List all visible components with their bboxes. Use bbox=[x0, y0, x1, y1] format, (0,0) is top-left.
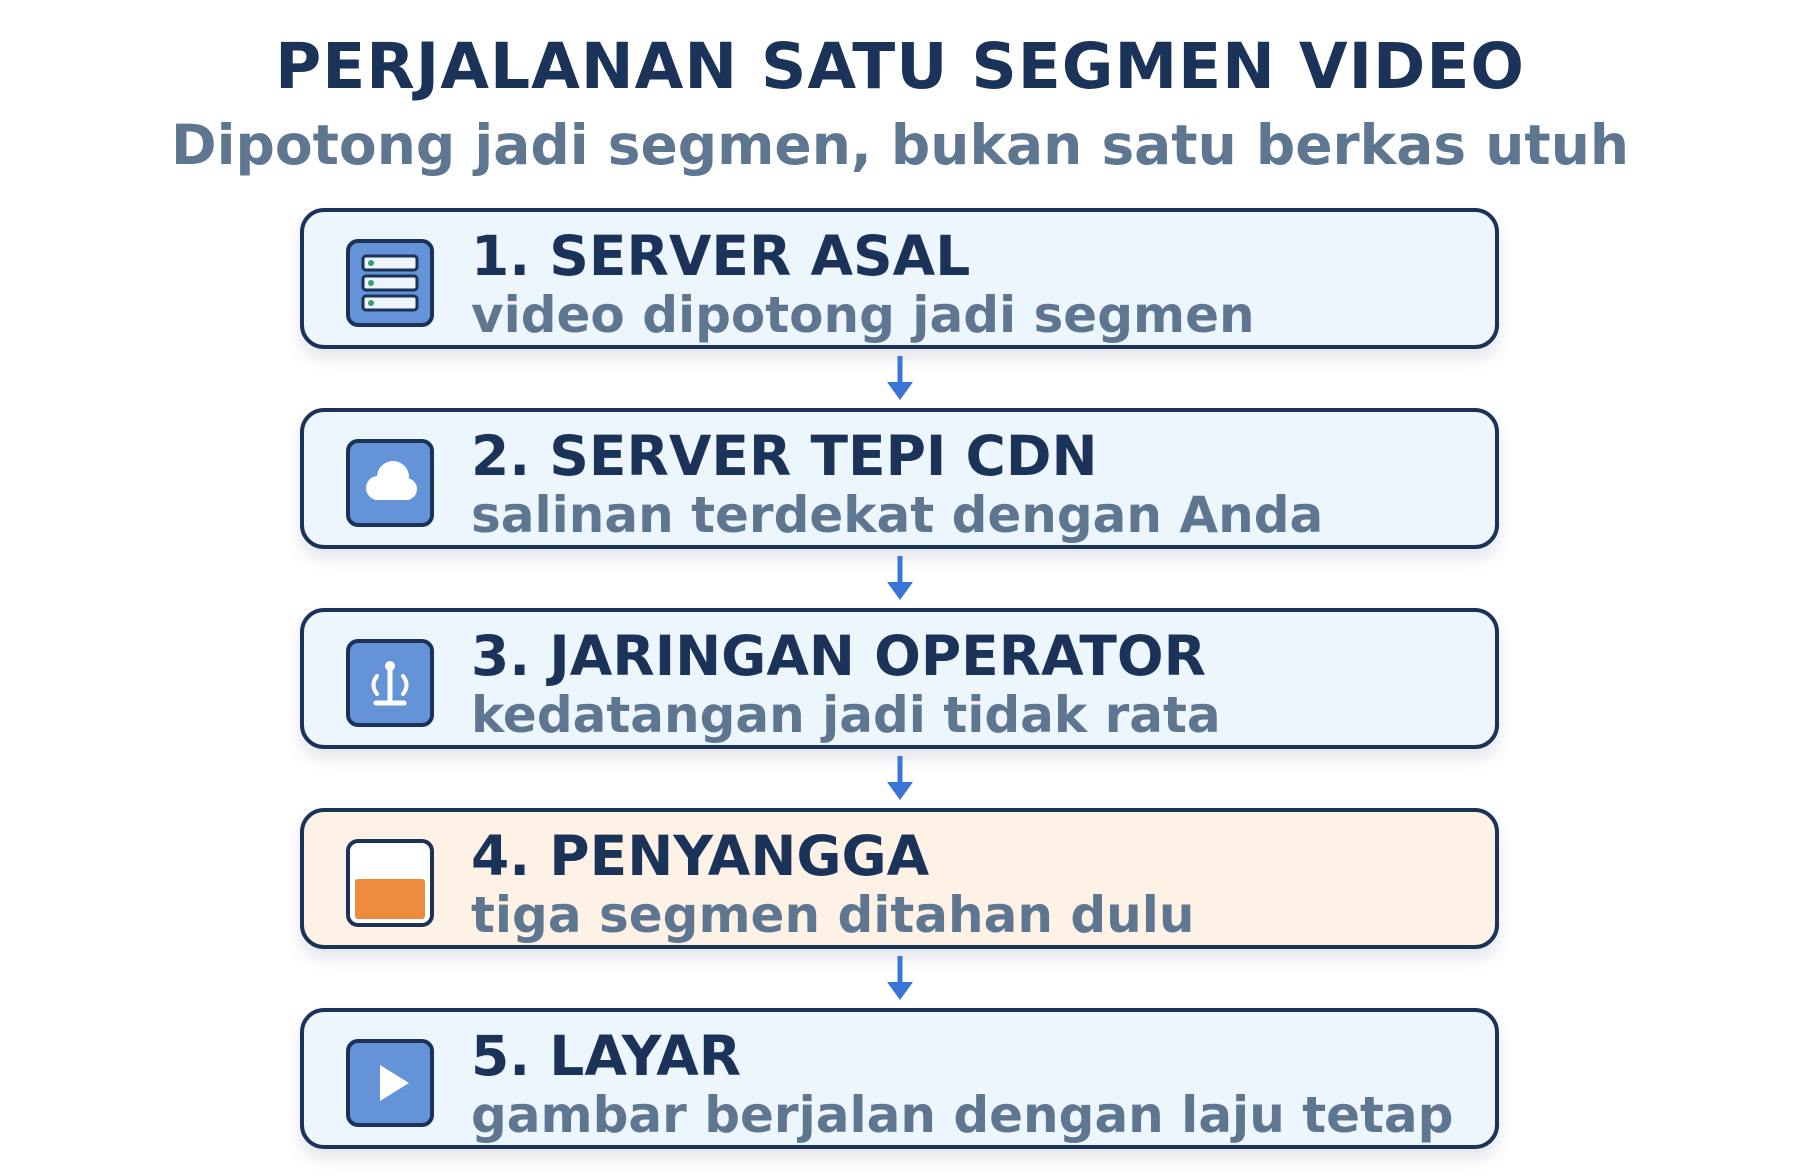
diagram-title: PERJALANAN SATU SEGMEN VIDEO bbox=[275, 30, 1525, 103]
down-arrow-icon bbox=[884, 556, 916, 602]
step-description: tiga segmen ditahan dulu bbox=[471, 886, 1195, 944]
step-penyangga: 4. PENYANGGA tiga segmen ditahan dulu bbox=[300, 808, 1499, 949]
diagram-subtitle: Dipotong jadi segmen, bukan satu berkas … bbox=[170, 113, 1630, 177]
buffer-icon bbox=[346, 839, 434, 927]
step-description: gambar berjalan dengan laju tetap bbox=[471, 1086, 1454, 1144]
step-description: video dipotong jadi segmen bbox=[471, 286, 1255, 344]
step-title: 3. JARINGAN OPERATOR bbox=[471, 624, 1206, 688]
step-server-asal: 1. SERVER ASAL video dipotong jadi segme… bbox=[300, 208, 1499, 349]
server-icon bbox=[346, 239, 434, 327]
down-arrow-icon bbox=[884, 956, 916, 1002]
step-jaringan-operator: 3. JARINGAN OPERATOR kedatangan jadi tid… bbox=[300, 608, 1499, 749]
step-title: 4. PENYANGGA bbox=[471, 824, 930, 888]
step-title: 5. LAYAR bbox=[471, 1024, 742, 1088]
step-server-tepi-cdn: 2. SERVER TEPI CDN salinan terdekat deng… bbox=[300, 408, 1499, 549]
step-description: salinan terdekat dengan Anda bbox=[471, 486, 1324, 544]
down-arrow-icon bbox=[884, 756, 916, 802]
step-title: 2. SERVER TEPI CDN bbox=[471, 424, 1098, 488]
step-layar: 5. LAYAR gambar berjalan dengan laju tet… bbox=[300, 1008, 1499, 1149]
antenna-icon bbox=[346, 639, 434, 727]
step-description: kedatangan jadi tidak rata bbox=[471, 686, 1221, 744]
step-title: 1. SERVER ASAL bbox=[471, 224, 971, 288]
down-arrow-icon bbox=[884, 356, 916, 402]
cloud-icon bbox=[346, 439, 434, 527]
play-icon bbox=[346, 1039, 434, 1127]
